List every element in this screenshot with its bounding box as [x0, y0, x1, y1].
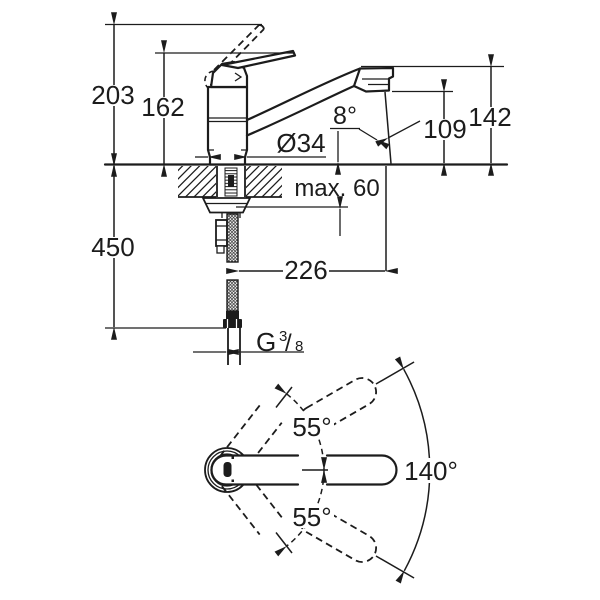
counter-section [103, 163, 509, 198]
spout-bottom-edge [245, 84, 356, 137]
under-counter-assembly [201, 166, 252, 365]
spout-top-edge [245, 67, 362, 122]
hub-notch [234, 72, 243, 82]
angle-leader-left [358, 128, 390, 150]
nut-slits [226, 319, 238, 328]
cartridge-mark [223, 462, 232, 477]
spout-top-view-right-segment [325, 454, 398, 486]
check-valve [215, 219, 228, 247]
valve-tab [216, 245, 225, 254]
arc-extension-line [375, 555, 415, 579]
connection-nut [223, 319, 242, 328]
label-bg [140, 97, 186, 118]
detail-dot-bottom [231, 479, 234, 482]
dim-hose-length-label: 450 [91, 232, 134, 262]
shank-stub [221, 212, 241, 218]
top-view: 55° 55° 140° [204, 356, 460, 584]
flex-hose-upper [226, 213, 239, 263]
arc-extension-line [375, 361, 415, 385]
label-bg [289, 504, 334, 528]
arc-55-lower [274, 457, 328, 557]
hose-collar [226, 311, 239, 319]
angle-leader-right [375, 120, 421, 147]
handle-hub-dashed-arc [204, 70, 215, 89]
valve-lines [216, 225, 227, 241]
aerator-lines [362, 78, 389, 86]
dim-outlet-height-label: 109 [423, 114, 466, 144]
counter-hatch-left [178, 166, 216, 197]
label-bg [289, 414, 334, 438]
label-bg [403, 458, 460, 483]
faucet-side [204, 24, 395, 166]
lower-axis-tick [275, 532, 293, 554]
swivel-lower-label: 55° [292, 502, 331, 532]
dim-spout-reach-label: 226 [284, 255, 327, 285]
connection-tube [227, 328, 241, 365]
faucet-body [206, 85, 249, 166]
dim-spout-height-label: 142 [468, 102, 511, 132]
dim-spout-angle-label: 8° [333, 102, 357, 130]
dim-handle-height-label: 162 [141, 92, 184, 122]
spout-outlet [352, 66, 395, 93]
counter-hatch-right [246, 166, 282, 197]
flex-hose-lower [226, 279, 239, 312]
detail-dot-top [231, 456, 234, 459]
swivel-upper-label: 55° [292, 412, 331, 442]
dim-total-height-label: 203 [91, 80, 134, 110]
thread-denominator-label: 8 [295, 338, 303, 355]
water-stream-line [384, 91, 392, 164]
thread-slash-label: / [285, 330, 292, 357]
dim-base-diameter-label: Ø34 [276, 128, 325, 158]
dim-max-thickness-label: max. 60 [294, 175, 379, 202]
label-bg [422, 119, 468, 140]
dimensions: 203 162 450 142 109 8° Ø34 max. [90, 12, 514, 357]
side-view: 203 162 450 142 109 8° Ø34 max. [90, 12, 514, 365]
label-bg [90, 85, 136, 106]
swivel-total-label: 140° [404, 456, 458, 486]
shank-walls [216, 166, 246, 197]
mounting-flange [201, 197, 252, 214]
lever-blade [220, 49, 297, 70]
label-bg [467, 107, 514, 128]
stud-nut [228, 175, 234, 187]
thread-g-label: G [256, 327, 276, 357]
thread-numerator-label: 3 [279, 328, 287, 345]
label-bg [90, 237, 136, 258]
label-bg [283, 260, 329, 281]
